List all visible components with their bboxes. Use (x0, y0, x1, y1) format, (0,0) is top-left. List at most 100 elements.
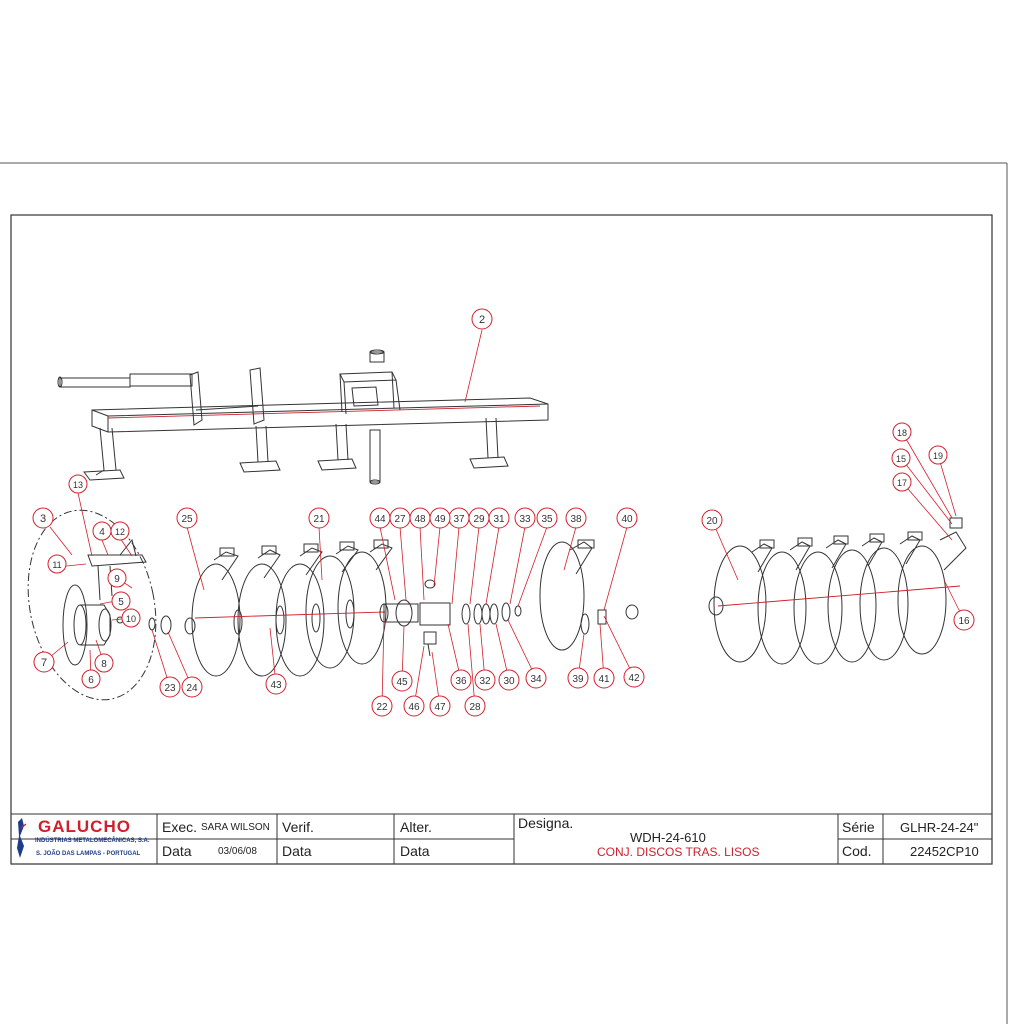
callout-40: 40 (616, 507, 638, 529)
svg-text:8: 8 (101, 659, 107, 670)
callout-35: 35 (536, 507, 558, 529)
svg-text:37: 37 (453, 514, 465, 525)
callout-28: 28 (464, 695, 486, 717)
callout-47: 47 (429, 695, 451, 717)
callout-12: 12 (110, 521, 130, 541)
verif-data-label: Data (282, 843, 312, 859)
callout-43: 43 (265, 673, 287, 695)
callout-29: 29 (468, 507, 490, 529)
callout-36: 36 (450, 669, 472, 691)
callout-19: 19 (928, 445, 948, 465)
callout-33: 33 (514, 507, 536, 529)
callout-5: 5 (111, 591, 131, 611)
svg-text:30: 30 (503, 676, 515, 687)
callout-22: 22 (371, 695, 393, 717)
callout-10: 10 (121, 608, 141, 628)
company-logo-icon (17, 818, 27, 858)
disc-gang-right (708, 517, 967, 665)
exec-value: SARA WILSON (201, 822, 270, 833)
callout-13: 13 (68, 474, 88, 494)
designa-code: WDH-24-610 (630, 830, 706, 845)
callout-27: 27 (389, 507, 411, 529)
serie-value: GLHR-24-24" (900, 820, 979, 835)
svg-text:4: 4 (99, 527, 105, 538)
svg-text:31: 31 (493, 514, 505, 525)
callout-20: 20 (701, 509, 723, 531)
callout-16: 16 (953, 609, 975, 631)
disc-gang-left (148, 539, 393, 677)
svg-text:2: 2 (479, 314, 485, 326)
svg-text:44: 44 (374, 514, 386, 525)
svg-text:12: 12 (115, 527, 125, 537)
callout-23: 23 (159, 676, 181, 698)
callout-41: 41 (593, 667, 615, 689)
svg-text:9: 9 (114, 574, 120, 585)
svg-text:45: 45 (396, 677, 408, 688)
callout-21: 21 (308, 507, 330, 529)
svg-text:21: 21 (313, 514, 325, 525)
svg-text:32: 32 (479, 676, 491, 687)
callout-49: 49 (429, 507, 451, 529)
svg-text:39: 39 (572, 674, 584, 685)
svg-text:5: 5 (118, 597, 124, 608)
company-address-line2: S. JOÃO DAS LAMPAS - PORTUGAL (36, 851, 141, 857)
svg-text:38: 38 (570, 514, 582, 525)
svg-text:17: 17 (897, 478, 907, 488)
verif-label: Verif. (282, 819, 314, 835)
svg-text:47: 47 (434, 702, 446, 713)
svg-text:19: 19 (933, 451, 943, 461)
callout-30: 30 (498, 669, 520, 691)
callout-7: 7 (33, 651, 55, 673)
callout-9: 9 (107, 568, 127, 588)
svg-text:49: 49 (434, 514, 446, 525)
main-frame (57, 349, 549, 485)
callout-32: 32 (474, 669, 496, 691)
callout-48: 48 (409, 507, 431, 529)
company-name: GALUCHO (38, 817, 131, 836)
svg-text:25: 25 (181, 514, 193, 525)
callout-46: 46 (403, 695, 425, 717)
callout-25: 25 (176, 507, 198, 529)
svg-text:18: 18 (897, 428, 907, 438)
svg-text:22: 22 (376, 702, 388, 713)
svg-text:24: 24 (186, 683, 198, 694)
designa-description: CONJ. DISCOS TRAS. LISOS (597, 845, 760, 859)
exec-data-value: 03/06/08 (218, 846, 257, 857)
svg-text:36: 36 (455, 676, 467, 687)
cod-value: 22452CP10 (910, 844, 979, 859)
callout-34: 34 (525, 667, 547, 689)
svg-text:43: 43 (270, 680, 282, 691)
svg-text:34: 34 (530, 674, 542, 685)
serie-label: Série (842, 819, 875, 835)
alter-data-label: Data (400, 843, 430, 859)
company-address-line1: INDÚSTRIAS METALOMECÂNICAS, S.A. (35, 838, 150, 844)
callout-17: 17 (892, 472, 912, 492)
callout-8: 8 (94, 653, 114, 673)
callout-37: 37 (448, 507, 470, 529)
svg-text:27: 27 (394, 514, 406, 525)
callout-42: 42 (623, 666, 645, 688)
exec-data-label: Data (162, 843, 192, 859)
alter-label: Alter. (400, 819, 432, 835)
designa-label: Designa. (518, 815, 574, 831)
svg-text:42: 42 (628, 673, 640, 684)
callout-15: 15 (891, 448, 911, 468)
svg-text:16: 16 (958, 616, 970, 627)
svg-text:40: 40 (621, 514, 633, 525)
callout-39: 39 (567, 667, 589, 689)
detail-view (27, 509, 157, 701)
callout-group: 2 3 4 5 6 7 8 9 10 11 12 13 15 16 17 18 … (32, 308, 975, 717)
drawing-frame (10, 214, 993, 865)
svg-text:29: 29 (473, 514, 485, 525)
svg-text:46: 46 (408, 702, 420, 713)
cod-label: Cod. (842, 843, 872, 859)
callout-31: 31 (488, 507, 510, 529)
callout-4: 4 (92, 521, 112, 541)
svg-text:6: 6 (88, 675, 94, 686)
bearing-parts (379, 539, 639, 657)
svg-text:35: 35 (541, 514, 553, 525)
svg-text:20: 20 (706, 516, 718, 527)
svg-text:23: 23 (164, 683, 176, 694)
svg-text:15: 15 (896, 454, 906, 464)
